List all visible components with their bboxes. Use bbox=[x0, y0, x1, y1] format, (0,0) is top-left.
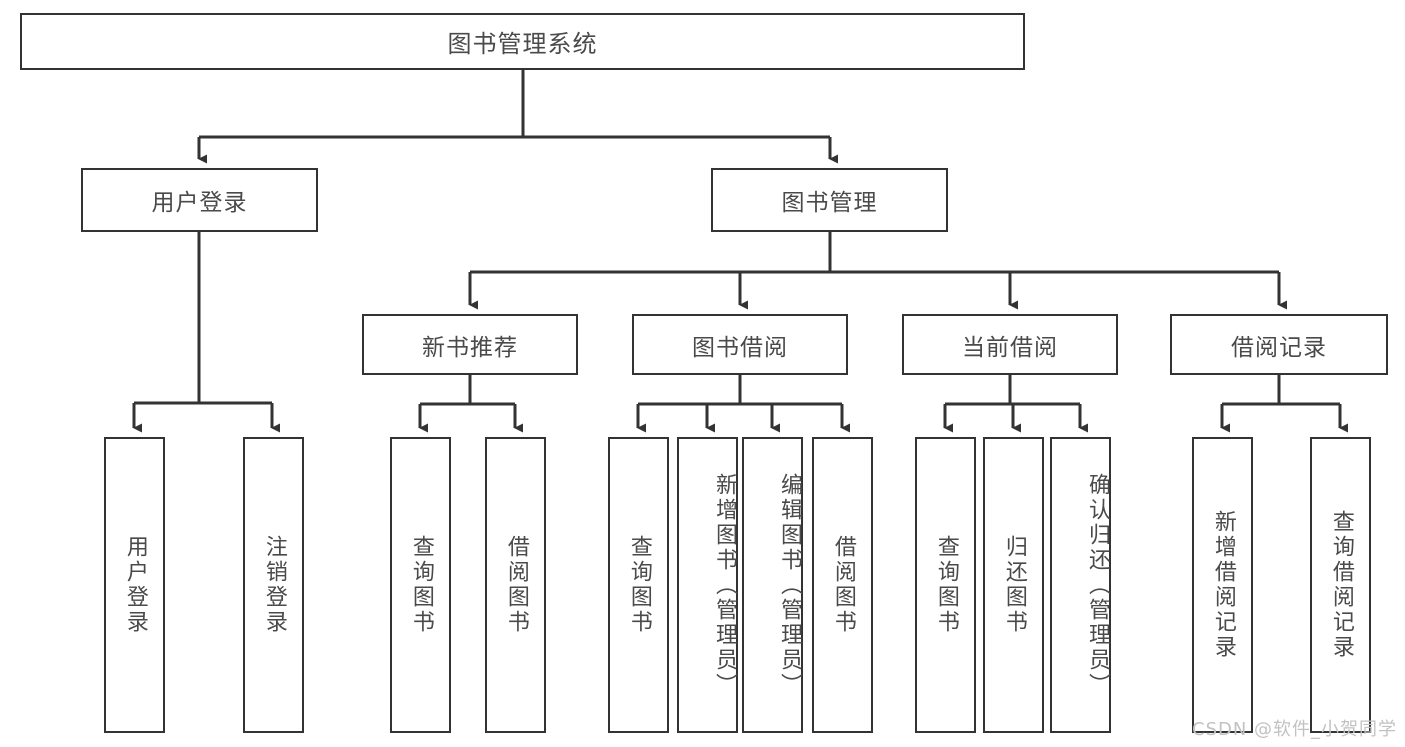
node-label: 借阅图书 bbox=[830, 535, 856, 635]
leaf-user-login-login[interactable]: 用户登录 bbox=[104, 437, 165, 733]
node-label: 归还图书 bbox=[1001, 535, 1027, 635]
node-label: 确认归还（管理员） bbox=[1085, 472, 1110, 698]
node-label: 当前借阅 bbox=[962, 334, 1058, 361]
node-label: 图书借阅 bbox=[692, 334, 788, 361]
node-book-management[interactable]: 图书管理 bbox=[711, 168, 948, 232]
node-label: 编辑图书（管理员） bbox=[777, 472, 802, 698]
node-label: 新增借阅记录 bbox=[1210, 510, 1236, 660]
leaf-borrow-record-query-record[interactable]: 查询借阅记录 bbox=[1310, 437, 1371, 733]
node-label: 图书管理 bbox=[781, 190, 878, 216]
node-label: 借阅记录 bbox=[1231, 334, 1327, 361]
leaf-book-borrow-add-book-admin[interactable]: 新增图书（管理员） bbox=[677, 437, 738, 733]
csdn-watermark: CSDN @软件_小贺同学 bbox=[1192, 719, 1398, 740]
node-label: 注销登录 bbox=[261, 535, 287, 635]
leaf-book-borrow-query-book[interactable]: 查询图书 bbox=[608, 437, 669, 733]
node-label: 用户登录 bbox=[122, 535, 148, 635]
node-new-book-recommendation[interactable]: 新书推荐 bbox=[362, 314, 578, 375]
node-book-borrowing[interactable]: 图书借阅 bbox=[632, 314, 848, 375]
node-label: 新增图书（管理员） bbox=[712, 472, 737, 698]
node-label: 新书推荐 bbox=[422, 334, 518, 361]
node-label: 查询图书 bbox=[626, 535, 652, 635]
leaf-new-book-borrow-book[interactable]: 借阅图书 bbox=[485, 437, 546, 733]
leaf-current-borrow-query-book[interactable]: 查询图书 bbox=[915, 437, 976, 733]
node-label: 借阅图书 bbox=[503, 535, 529, 635]
leaf-book-borrow-edit-book-admin[interactable]: 编辑图书（管理员） bbox=[742, 437, 803, 733]
node-label: 图书管理系统 bbox=[447, 30, 598, 58]
node-user-login[interactable]: 用户登录 bbox=[81, 168, 318, 232]
node-label: 查询图书 bbox=[408, 535, 434, 635]
leaf-current-borrow-confirm-return-admin[interactable]: 确认归还（管理员） bbox=[1050, 437, 1111, 733]
leaf-borrow-record-add-record[interactable]: 新增借阅记录 bbox=[1192, 437, 1253, 733]
leaf-book-borrow-borrow-book[interactable]: 借阅图书 bbox=[812, 437, 873, 733]
node-current-borrowing[interactable]: 当前借阅 bbox=[902, 314, 1118, 375]
node-label: 查询图书 bbox=[933, 535, 959, 635]
node-root-book-management-system[interactable]: 图书管理系统 bbox=[20, 13, 1025, 70]
leaf-user-login-logout[interactable]: 注销登录 bbox=[243, 437, 304, 733]
leaf-new-book-query-book[interactable]: 查询图书 bbox=[390, 437, 451, 733]
node-borrowing-record[interactable]: 借阅记录 bbox=[1170, 314, 1388, 375]
leaf-current-borrow-return-book[interactable]: 归还图书 bbox=[983, 437, 1044, 733]
node-label: 用户登录 bbox=[151, 190, 248, 216]
node-label: 查询借阅记录 bbox=[1328, 510, 1354, 660]
